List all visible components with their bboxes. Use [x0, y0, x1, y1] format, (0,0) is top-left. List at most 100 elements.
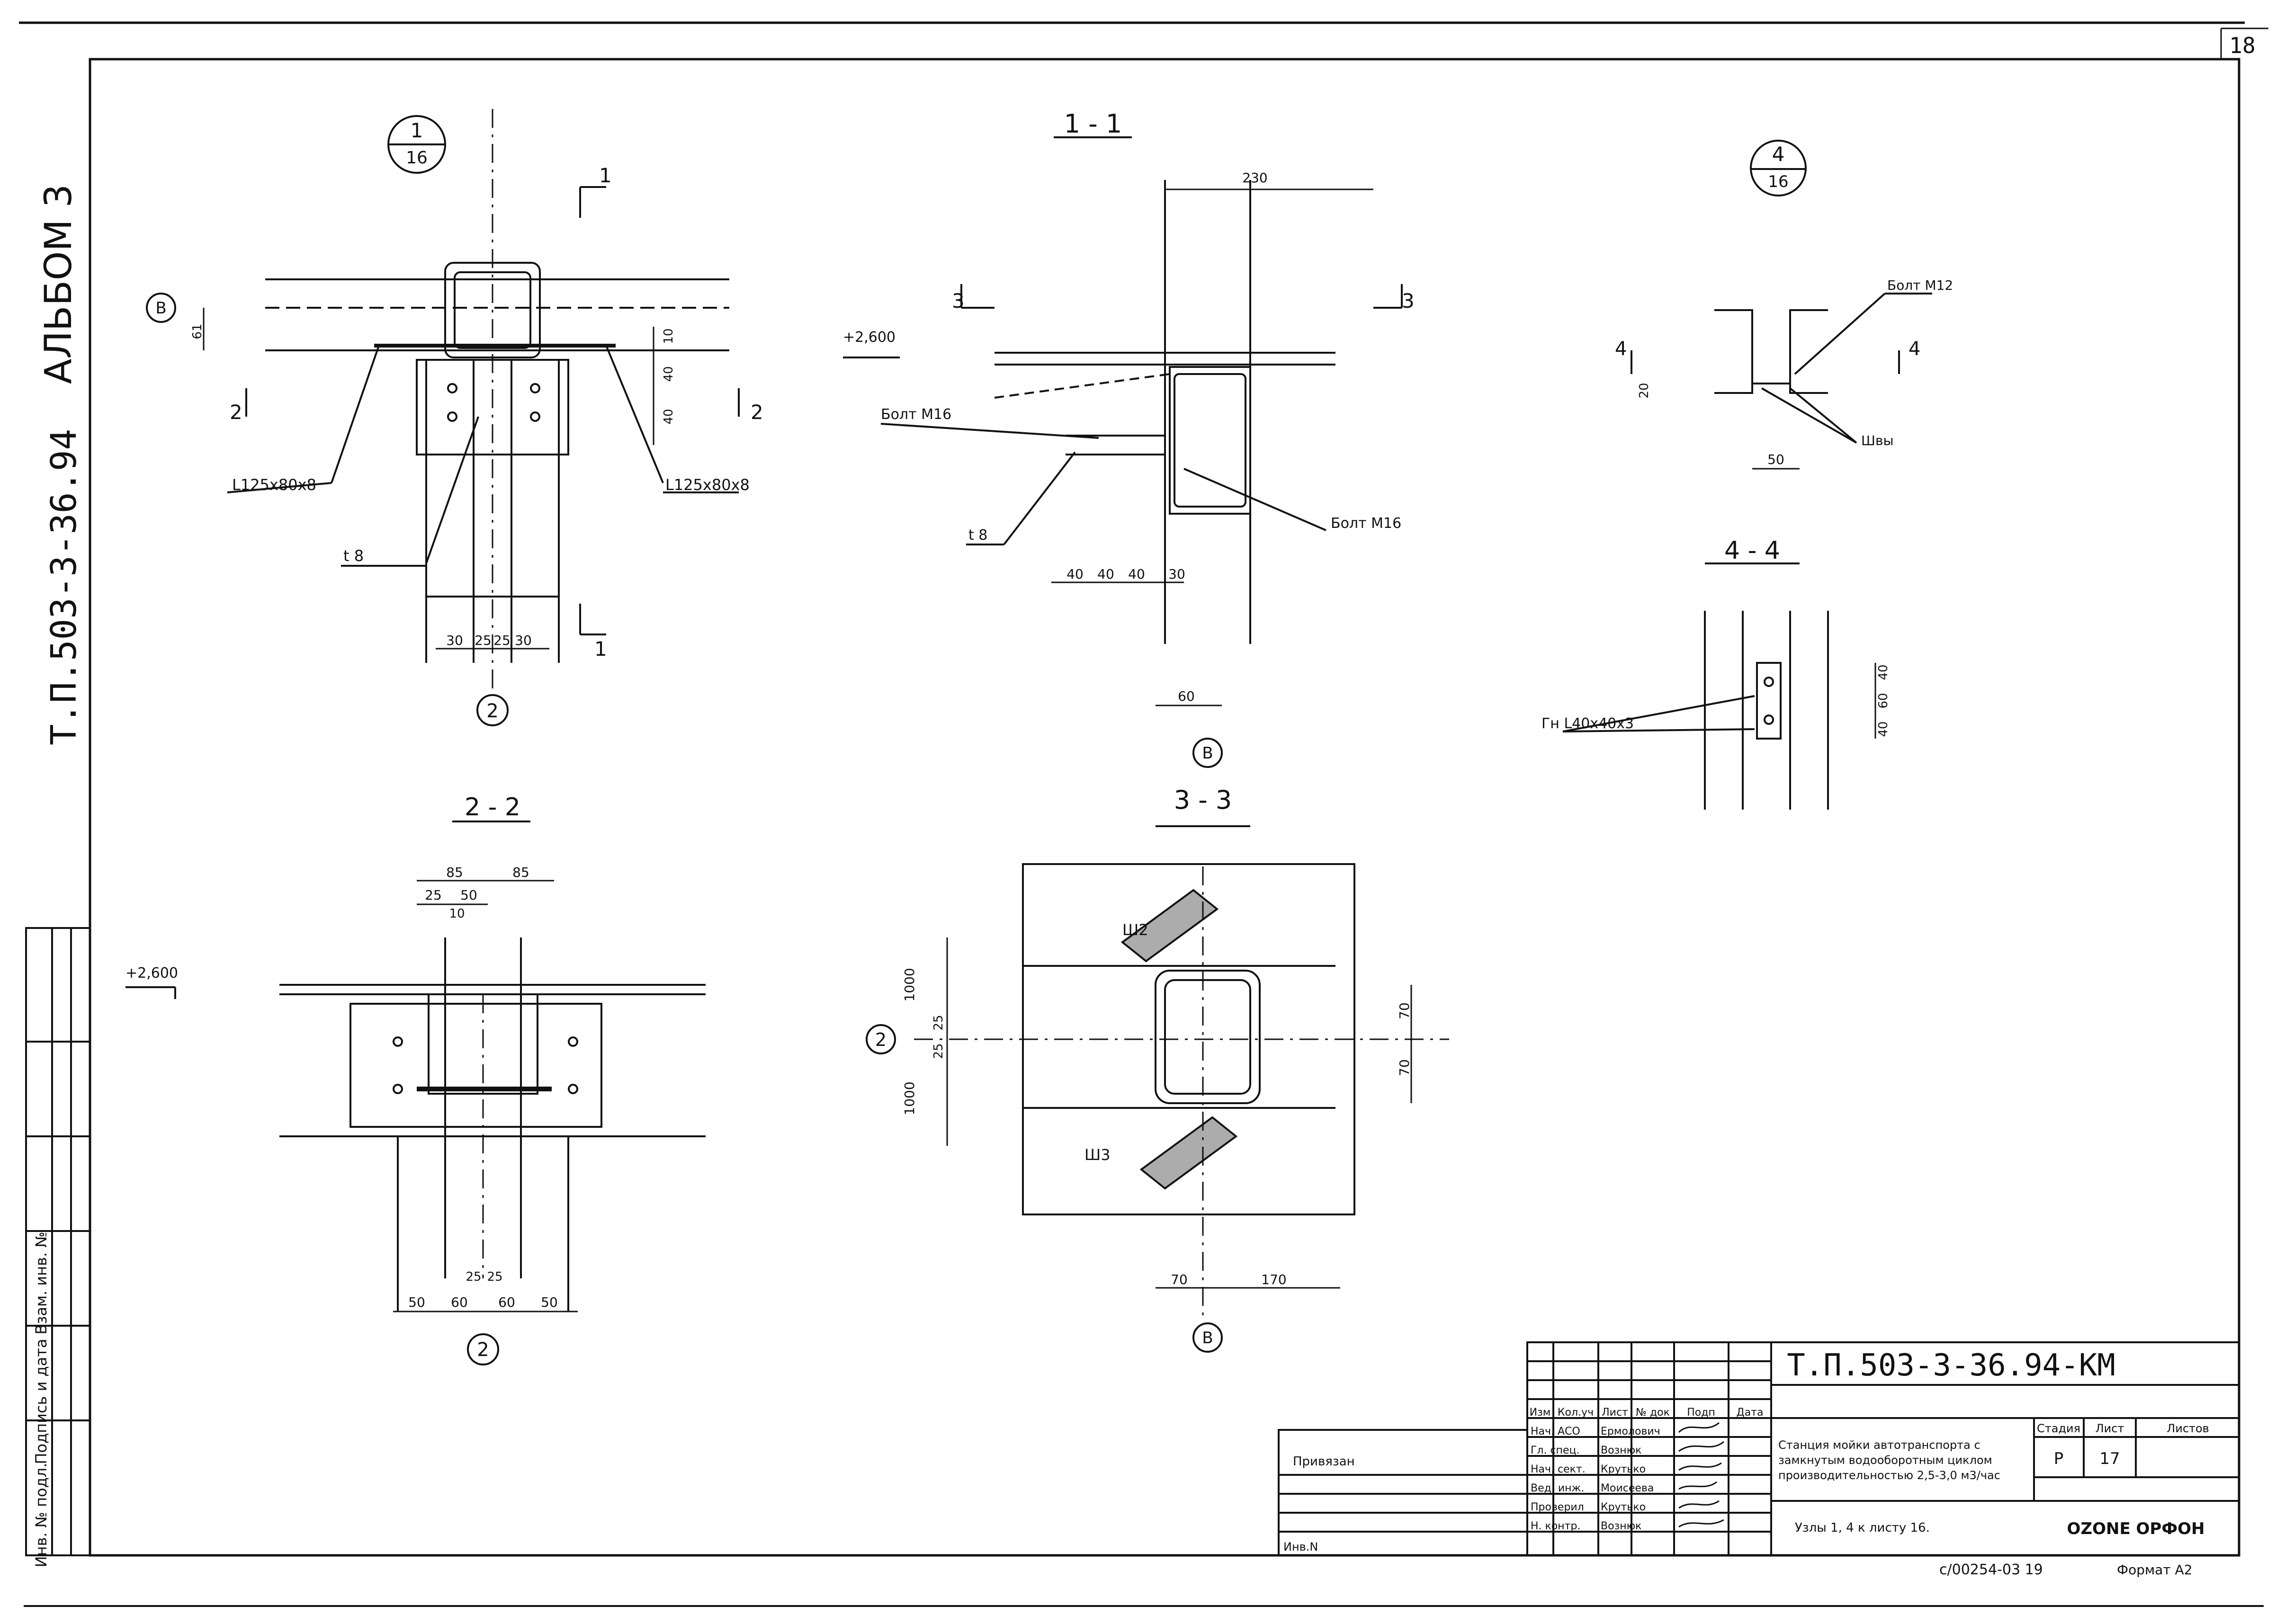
- node-1-axis-b: В: [155, 299, 166, 318]
- node-1-axis-2: 2: [486, 700, 498, 722]
- dim-40c: 40: [1876, 664, 1891, 680]
- sheet-frame: [19, 21, 2268, 1607]
- tb-sheets-h: Листов: [2167, 1422, 2209, 1435]
- dim-25b: 25: [493, 633, 511, 648]
- tb-role-6: Н. контр.: [1531, 1520, 1580, 1532]
- node-1-angle-right: L125x80x8: [665, 476, 750, 494]
- dim-1000a: 1000: [902, 968, 917, 1001]
- margin-inv: Инв. № подл.: [32, 1463, 50, 1568]
- section-4-4-title: 4 - 4: [1724, 536, 1780, 565]
- dim-70a: 70: [1397, 1002, 1412, 1019]
- node-1-sheet: 16: [406, 148, 428, 168]
- welds-label: Швы: [1861, 433, 1894, 448]
- node-1-cut2-right: 2: [751, 401, 763, 424]
- node-1-angle-left: L125x80x8: [232, 476, 316, 494]
- dim-70c: 70: [1171, 1272, 1188, 1287]
- node-4-drawing: [1631, 140, 1932, 470]
- node-1-cut-bottom: 1: [594, 637, 607, 660]
- sh3-label: Ш3: [1084, 1146, 1111, 1164]
- cut-4-right: 4: [1909, 338, 1920, 360]
- node-1-cut-top: 1: [599, 164, 612, 187]
- node-1-plate: t 8: [343, 547, 364, 565]
- tb-title-2: замкнутым водооборотным циклом: [1778, 1454, 1992, 1467]
- dim-25f: 25: [932, 1015, 946, 1030]
- dim-61: 61: [190, 323, 205, 339]
- node-1-drawing: [146, 109, 740, 726]
- tb-title-3: производительностью 2,5-3,0 м3/час: [1778, 1469, 2000, 1482]
- tb-logo: OZONE ОРФОН: [2067, 1519, 2205, 1538]
- section-2-2-axis-2: 2: [477, 1339, 489, 1361]
- album-label: АЛЬБОМ 3: [37, 184, 80, 384]
- title-block-code: Т.П.503-3-36.94-КМ: [1787, 1348, 2115, 1383]
- dim-25c: 25: [425, 887, 442, 903]
- tb-name-6: Вознюк: [1601, 1520, 1641, 1532]
- dim-30-1: 30: [1168, 566, 1185, 582]
- format-label: Формат А2: [2117, 1562, 2192, 1578]
- dim-1000b: 1000: [902, 1081, 917, 1115]
- sh2-label: Ш2: [1122, 921, 1148, 939]
- dim-20: 20: [1637, 383, 1651, 398]
- tb-stage-h: Стадия: [2037, 1422, 2080, 1435]
- section-1-1-title: 1 - 1: [1064, 109, 1122, 139]
- bottom-note: с/00254-03 19: [1939, 1562, 2043, 1578]
- bolt-m16-a: Болт М16: [881, 406, 951, 423]
- tb-h-doc: № док: [1636, 1407, 1670, 1419]
- dim-85a: 85: [446, 865, 463, 880]
- section-1-1-axis-b: В: [1202, 744, 1213, 763]
- dim-25e: 25: [487, 1270, 502, 1284]
- left-margin-stamp: [25, 927, 91, 1556]
- title-block-frame: [1278, 1341, 2240, 1556]
- bolt-m12: Болт М12: [1887, 277, 1953, 293]
- dim-60b: 60: [498, 1294, 515, 1310]
- dim-230: 230: [1242, 170, 1267, 186]
- tb-h-data: Дата: [1737, 1407, 1764, 1419]
- dim-25a: 25: [475, 633, 492, 648]
- tb-subtitle: Узлы 1, 4 к листу 16.: [1795, 1521, 1930, 1535]
- tb-title-1: Станция мойки автотранспорта с: [1778, 1438, 1980, 1452]
- tb-name-1: Ермолович: [1601, 1426, 1660, 1437]
- angle-gn: Гн L40x40x3: [1541, 715, 1634, 732]
- tb-name-3: Крутько: [1601, 1463, 1646, 1475]
- tb-name-2: Вознюк: [1601, 1445, 1641, 1456]
- tb-h-kol: Кол.уч: [1558, 1407, 1594, 1419]
- dim-40-1: 40: [1066, 566, 1084, 582]
- dim-30b: 30: [515, 633, 532, 648]
- section-4-4-drawing: [1562, 562, 1876, 810]
- tb-role-1: Нач. АСО: [1531, 1426, 1580, 1437]
- dim-40-3: 40: [1128, 566, 1145, 582]
- tb-role-3: Нач. сект.: [1531, 1463, 1586, 1475]
- section-3-3-drawing: [866, 825, 1449, 1353]
- dim-25g: 25: [932, 1043, 946, 1059]
- section-2-2-title: 2 - 2: [465, 793, 520, 821]
- dim-50b: 50: [541, 1294, 558, 1310]
- dim-30a: 30: [446, 633, 463, 648]
- signature-marks: [1678, 1422, 1724, 1528]
- tb-privyazan: Привязан: [1293, 1454, 1355, 1469]
- plate-t8-b: t 8: [968, 527, 987, 544]
- section-1-1-drawing: [843, 136, 1403, 768]
- tb-h-izm: Изм: [1530, 1407, 1551, 1419]
- dim-60: 60: [1178, 688, 1195, 704]
- dim-25d: 25: [466, 1270, 481, 1284]
- dim-70b: 70: [1397, 1059, 1412, 1076]
- node-4-num: 4: [1772, 143, 1785, 166]
- section-3-3-axis-b: В: [1202, 1329, 1213, 1347]
- dim-50c: 50: [1767, 452, 1784, 467]
- dim-50a: 50: [408, 1294, 425, 1310]
- tb-name-4: Моисеева: [1601, 1482, 1654, 1494]
- tb-role-4: Вед. инж.: [1531, 1482, 1584, 1494]
- cut-3-right: 3: [1402, 289, 1415, 312]
- tb-stage: Р: [2054, 1449, 2064, 1468]
- tb-inv: Инв.N: [1283, 1540, 1318, 1553]
- corner-number: 18: [2229, 33, 2255, 58]
- section-3-3-title: 3 - 3: [1174, 785, 1232, 815]
- dim-85b: 85: [512, 865, 529, 880]
- tb-sheet-h: Лист: [2096, 1422, 2124, 1435]
- dim-50: 50: [460, 887, 477, 903]
- tb-name-5: Крутько: [1601, 1501, 1646, 1513]
- tb-role-2: Гл. спец.: [1531, 1445, 1579, 1456]
- tb-role-5: Проверил: [1531, 1501, 1584, 1513]
- node-4-sheet: 16: [1768, 172, 1788, 191]
- dim-40d: 40: [1876, 721, 1891, 737]
- tb-h-podp: Подп: [1687, 1407, 1715, 1419]
